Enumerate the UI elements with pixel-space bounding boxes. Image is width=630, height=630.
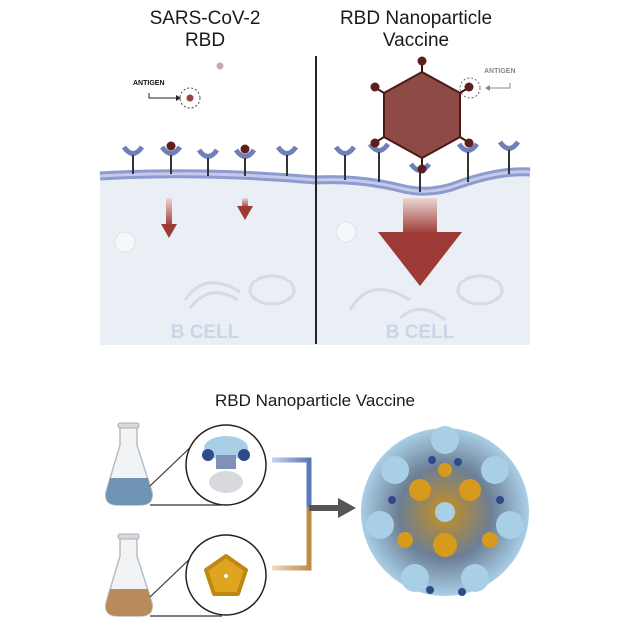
receptor	[196, 148, 220, 176]
flask-orange	[105, 533, 153, 617]
cell-membrane	[99, 167, 531, 196]
left-b-cell-label: B CELL	[171, 322, 240, 343]
receptor	[121, 145, 145, 174]
receptor	[367, 142, 391, 182]
assembly-connector	[272, 457, 356, 571]
receptor	[456, 142, 480, 182]
assembled-nanoparticle	[361, 426, 529, 596]
arrow-right-icon	[338, 498, 356, 518]
nanoparticle-hexagon	[370, 56, 511, 174]
right-antigen-label: ANTIGEN	[484, 68, 516, 75]
receptor	[275, 145, 299, 176]
right-b-cell-label: B CELL	[386, 322, 455, 343]
receptor	[497, 140, 521, 174]
right-title-line1: RBD Nanoparticle	[340, 8, 492, 29]
b-cell-receptors	[121, 140, 521, 192]
flask-blue	[105, 422, 153, 506]
bottom-title: RBD Nanoparticle Vaccine	[215, 391, 415, 410]
left-title-line2: RBD	[185, 30, 225, 51]
receptor	[159, 145, 183, 174]
free-antigens	[148, 62, 250, 154]
right-title-line2: Vaccine	[383, 30, 449, 51]
receptor	[333, 145, 357, 180]
scaffold-protein-callout	[185, 534, 267, 616]
right-signal-arrow	[378, 198, 462, 286]
receptor	[233, 148, 257, 176]
left-antigen-label: ANTIGEN	[133, 80, 165, 87]
left-signal-arrows	[161, 198, 253, 238]
left-title-line1: SARS-CoV-2	[150, 8, 261, 29]
rbd-protein-callout	[185, 424, 267, 506]
